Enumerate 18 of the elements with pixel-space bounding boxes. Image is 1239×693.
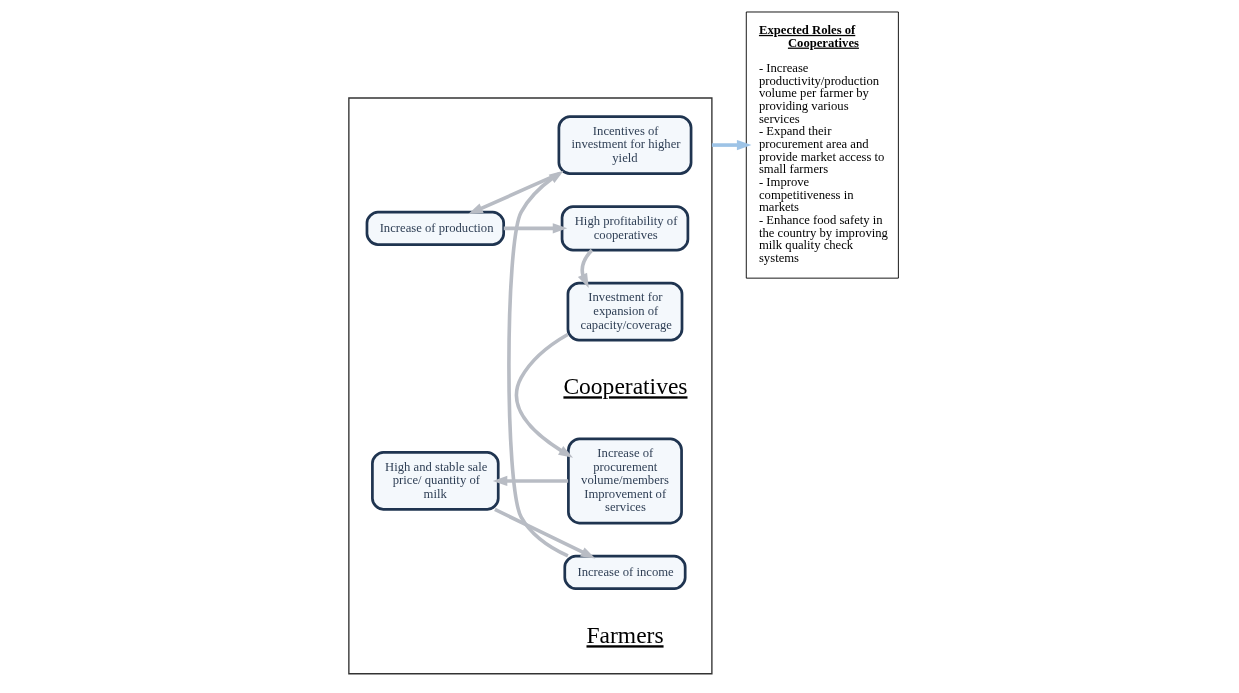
node-box: Increase of production	[365, 210, 505, 246]
cluster	[347, 97, 713, 675]
node-box: High and stable sale price/ quantity of milk	[370, 451, 500, 511]
node-box: Expected Roles of Cooperatives - Increase productivity/production volume per farmer by providing various services - Expand their procurement area and provide market access to small farmers - Improve competitiveness in markets - Enhance food safety in the country by improving milk quality check systems	[745, 11, 899, 279]
arrow	[711, 140, 751, 151]
arrow	[492, 475, 568, 486]
label: Farmers	[586, 622, 664, 649]
node-box: High profitability of cooperatives	[560, 205, 689, 252]
arrow	[503, 223, 567, 234]
label: Cooperatives	[562, 373, 687, 400]
node-box: Investment for expansion of capacity/coverage	[566, 281, 683, 342]
arrow	[467, 171, 560, 215]
arrow	[493, 507, 595, 559]
node-box: Incentives of investment for higher yield	[557, 115, 692, 175]
arrow	[577, 248, 593, 288]
node-box: Increase of procurement volume/members Improvement of services	[566, 437, 683, 525]
node-box: Increase of income	[562, 554, 687, 591]
arrow	[514, 332, 573, 458]
